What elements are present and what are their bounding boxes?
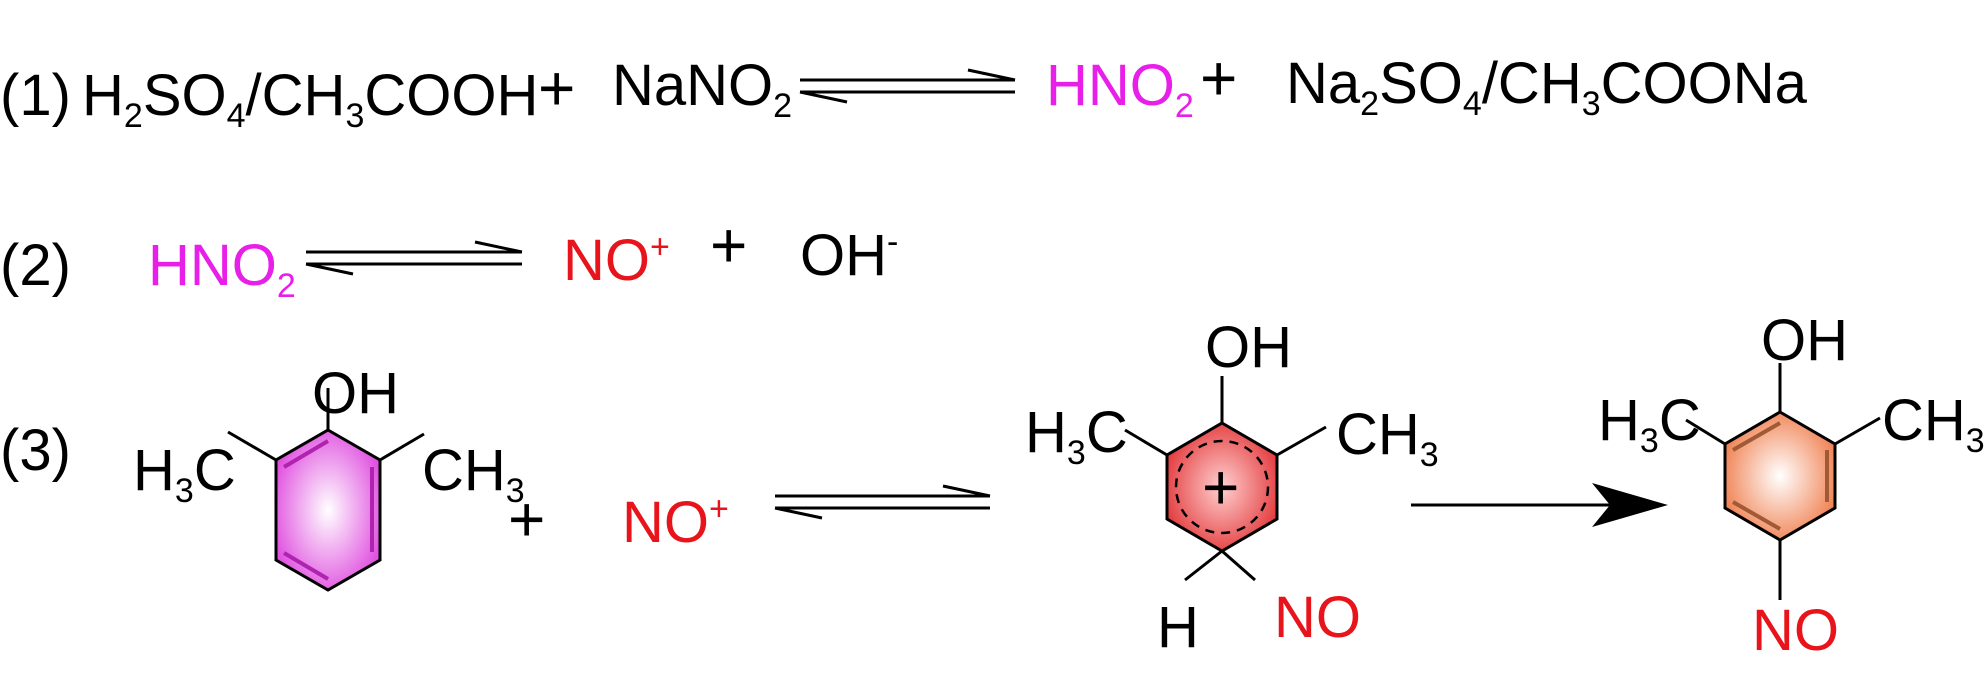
methyl-left-label: H3C xyxy=(1598,388,1701,460)
reaction-1-number: (1) xyxy=(0,63,71,128)
nitrosophenol-product: OH H3C CH3 NO xyxy=(1598,308,1984,663)
sigma-complex: + OH H3C CH3 H NO xyxy=(1025,315,1439,660)
plus-sign: + xyxy=(538,52,575,124)
methyl-right-label: CH3 xyxy=(1882,388,1984,460)
dimethylphenol-molecule: OH H3C CH3 xyxy=(133,361,525,592)
nitrosonium-ion: NO+ xyxy=(563,228,670,293)
nitroso-label: NO xyxy=(1752,598,1839,663)
reaction-2: (2) HNO2 NO+ + OH- xyxy=(0,209,898,305)
hydroxide-ion: OH- xyxy=(800,223,898,288)
reactant-sodium-nitrite: NaNO2 xyxy=(612,53,792,125)
hydroxyl-label: OH xyxy=(312,361,399,426)
reaction-3-number: (3) xyxy=(0,418,71,483)
hydroxyl-label: OH xyxy=(1761,308,1848,373)
plus-sign: + xyxy=(710,209,747,281)
methyl-right-label: CH3 xyxy=(422,438,525,510)
methyl-left-label: H3C xyxy=(1025,400,1128,472)
methyl-left-label: H3C xyxy=(133,438,236,510)
ipso-hydrogen-label: H xyxy=(1157,595,1199,660)
reaction-3: (3) OH H3C CH3 + NO+ + xyxy=(0,308,1984,663)
nitroso-label: NO xyxy=(1274,585,1361,650)
product-ring xyxy=(1723,410,1837,542)
reaction-1: (1) H2SO4/CH3COOH + NaNO2 HNO2 + Na2SO4/… xyxy=(0,42,1808,135)
plus-sign: + xyxy=(1200,42,1237,114)
methyl-right-label: CH3 xyxy=(1336,402,1439,474)
hydroxyl-label: OH xyxy=(1205,315,1292,380)
reactant-nitrous-acid: HNO2 xyxy=(148,233,296,305)
equilibrium-arrow-3 xyxy=(774,484,991,520)
nitrosonium-ion: NO+ xyxy=(622,490,729,555)
reactant-sulfuric-acetic-acid: H2SO4/CH3COOH xyxy=(82,63,538,135)
product-sodium-sulfate-acetate: Na2SO4/CH3COONa xyxy=(1286,51,1808,123)
plus-sign: + xyxy=(508,483,545,555)
delocalized-charge-circle xyxy=(1174,439,1270,535)
reaction-2-number: (2) xyxy=(0,233,71,298)
equilibrium-arrow-2 xyxy=(305,240,523,276)
phenol-ring xyxy=(274,428,382,592)
positive-charge: + xyxy=(1202,451,1239,523)
forward-arrow xyxy=(1411,483,1668,527)
equilibrium-arrow-1 xyxy=(799,68,1016,104)
product-nitrous-acid: HNO2 xyxy=(1046,53,1194,125)
